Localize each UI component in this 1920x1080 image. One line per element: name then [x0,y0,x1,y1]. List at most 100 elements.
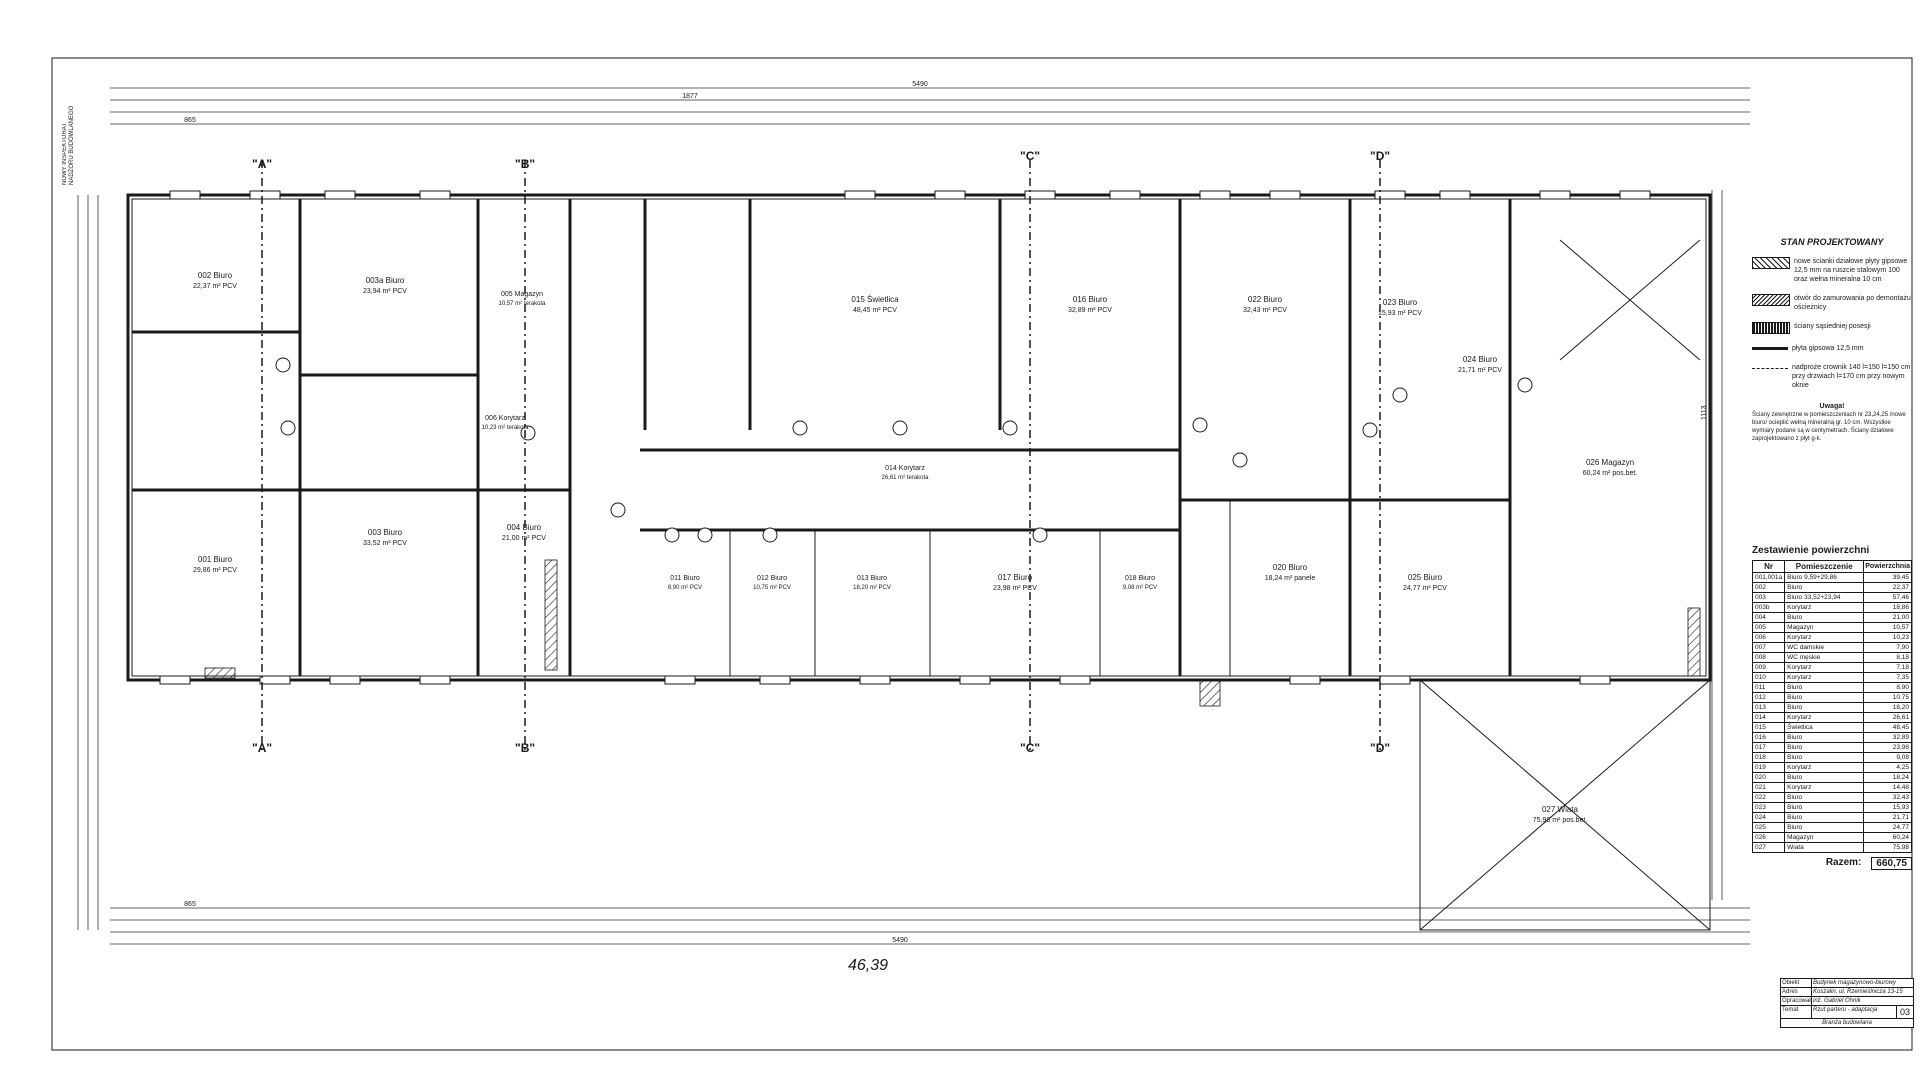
table-cell-nr: 012 [1751,692,1786,703]
stamp-text: NOWY INSPEKTORAT NADZORU BUDOWLANEGO [62,105,75,185]
table-cell-nr: 009 [1751,662,1786,673]
room-area: 21,71 m² PCV [1458,367,1502,374]
table-cell-room: Magazyn [1784,832,1865,843]
room-label: 001 Biuro [198,555,233,564]
table-cell-room: Korytarz [1784,782,1865,793]
title-block-value: Rzut parteru - adaptacja [1813,1007,1878,1013]
table-cell-room: Magazyn [1784,622,1865,633]
table-cell-room: Biuro [1784,732,1865,743]
table-cell-area: 4,25 [1863,762,1912,773]
title-block-key: Temat [1781,1006,1812,1018]
table-cell-area: 8,18 [1863,652,1912,663]
section-d-top: "D" [1370,149,1390,163]
wiata-roof-lines [1419,239,1711,931]
legend-text: otwór do zamurowania po demontażu oścież… [1794,295,1911,311]
table-cell-room: Korytarz [1784,602,1865,613]
legend-item: nowe ścianki działowe płyty gipsowe 12,5… [1752,257,1912,284]
title-block-key: Obiekt [1781,979,1812,987]
title-block-value: inż. Gabriel Ohnik [1813,998,1861,1004]
interior-walls [132,199,1512,676]
sheet-frame [51,57,1913,1051]
table-cell-room: Biuro 33,52+23,94 [1784,592,1865,603]
table-cell-nr: 013 [1751,702,1786,713]
title-block-row: Temat Rzut parteru - adaptacja 03 [1781,1006,1913,1019]
room-area: 18,24 m² panele [1265,575,1316,582]
room-label: 014 Korytarz [885,465,925,472]
table-cell-nr: 015 [1751,722,1786,733]
room-label: 005 Magazyn [501,291,543,298]
section-b-bottom: "B" [515,741,535,755]
room-area: 21,00 m² PCV [502,535,546,542]
table-title: Zestawienie powierzchni [1752,545,1870,556]
table-cell-area: 39,45 [1863,572,1912,583]
table-cell-area: 23,98 [1863,742,1912,753]
table-cell-room: Biuro [1784,742,1865,753]
room-label: 026 Magazyn [1586,458,1634,467]
dim-overall-top: 5490 [912,81,928,88]
table-cell-area: 14,48 [1863,782,1912,793]
table-cell-room: WC męskie [1784,652,1865,663]
table-cell-area: 24,77 [1863,822,1912,833]
table-cell-room: Biuro [1784,682,1865,693]
title-block-value: Koszalin, ul. Rzemieślnicza 13-15 [1813,989,1903,995]
table-cell-area: 21,71 [1863,812,1912,823]
table-cell-nr: 020 [1751,772,1786,783]
table-cell-nr: 019 [1751,762,1786,773]
room-area: 75,98 m² pos.bet. [1533,817,1588,824]
table-cell-nr: 006 [1751,632,1786,643]
table-header: Powierzchnia [1863,560,1912,573]
room-area: 10,23 m² terakota [481,425,529,431]
table-cell-area: 48,45 [1863,722,1912,733]
table-cell-area: 18,24 [1863,772,1912,783]
legend-text: płyta gipsowa 12,5 mm [1792,345,1864,352]
table-cell-nr: 023 [1751,802,1786,813]
total-value: 660,75 [1871,857,1912,870]
title-block-footer: Branża budowlana [1822,1020,1872,1026]
top-dimension-chain: 5490 1877 865 [110,81,1750,125]
room-area: 29,86 m² PCV [193,567,237,574]
table-cell-room: Wiata [1784,842,1865,853]
table-cell-nr: 003 [1751,592,1786,603]
legend-panel: STAN PROJEKTOWANY nowe ścianki działowe … [1752,238,1912,528]
hatched-walls [204,559,1701,707]
legend-swatch [1752,368,1788,369]
table-cell-area: 21,00 [1863,612,1912,623]
legend-swatch [1752,347,1788,350]
table-cell-room: Biuro 9,59+29,86 [1784,572,1865,583]
table-cell-area: 57,46 [1863,592,1912,603]
dim-top-mid: 1877 [682,93,698,100]
table-cell-nr: 016 [1751,732,1786,743]
room-area: 33,52 m² PCV [363,540,407,547]
room-area: 23,94 m² PCV [363,288,407,295]
sheet-number: 03 [1895,1006,1913,1018]
room-area: 15,93 m² PCV [1378,310,1422,317]
table-cell-nr: 022 [1751,792,1786,803]
room-area: 32,43 m² PCV [1243,307,1287,314]
table-cell-room: Korytarz [1784,632,1865,643]
section-a-top: "A" [252,157,272,171]
dim-overall-bottom: 5490 [892,937,908,944]
room-label: 006 Korytarz [485,415,525,422]
table-cell-area: 32,43 [1863,792,1912,803]
table-cell-room: Biuro [1784,822,1865,833]
room-label: 012 Biuro [757,575,787,582]
total-label: Razem: [1825,857,1862,868]
section-c-top: "C" [1020,149,1040,163]
room-area: 8,90 m² PCV [668,585,702,591]
section-c-bottom: "C" [1020,741,1040,755]
section-b-top: "B" [515,157,535,171]
dim-top-left: 865 [184,117,196,124]
title-block: Obiekt Budynek magazynowo-biurowy Adres … [1780,978,1914,1028]
legend-text: nadproże crownik 140 l=150 l=150 cm przy… [1792,364,1911,389]
legend-item: płyta gipsowa 12,5 mm [1752,344,1912,353]
notes-text: Ściany zewnętrzne w pomieszczeniach nr 2… [1752,412,1906,442]
room-label: 024 Biuro [1463,355,1498,364]
